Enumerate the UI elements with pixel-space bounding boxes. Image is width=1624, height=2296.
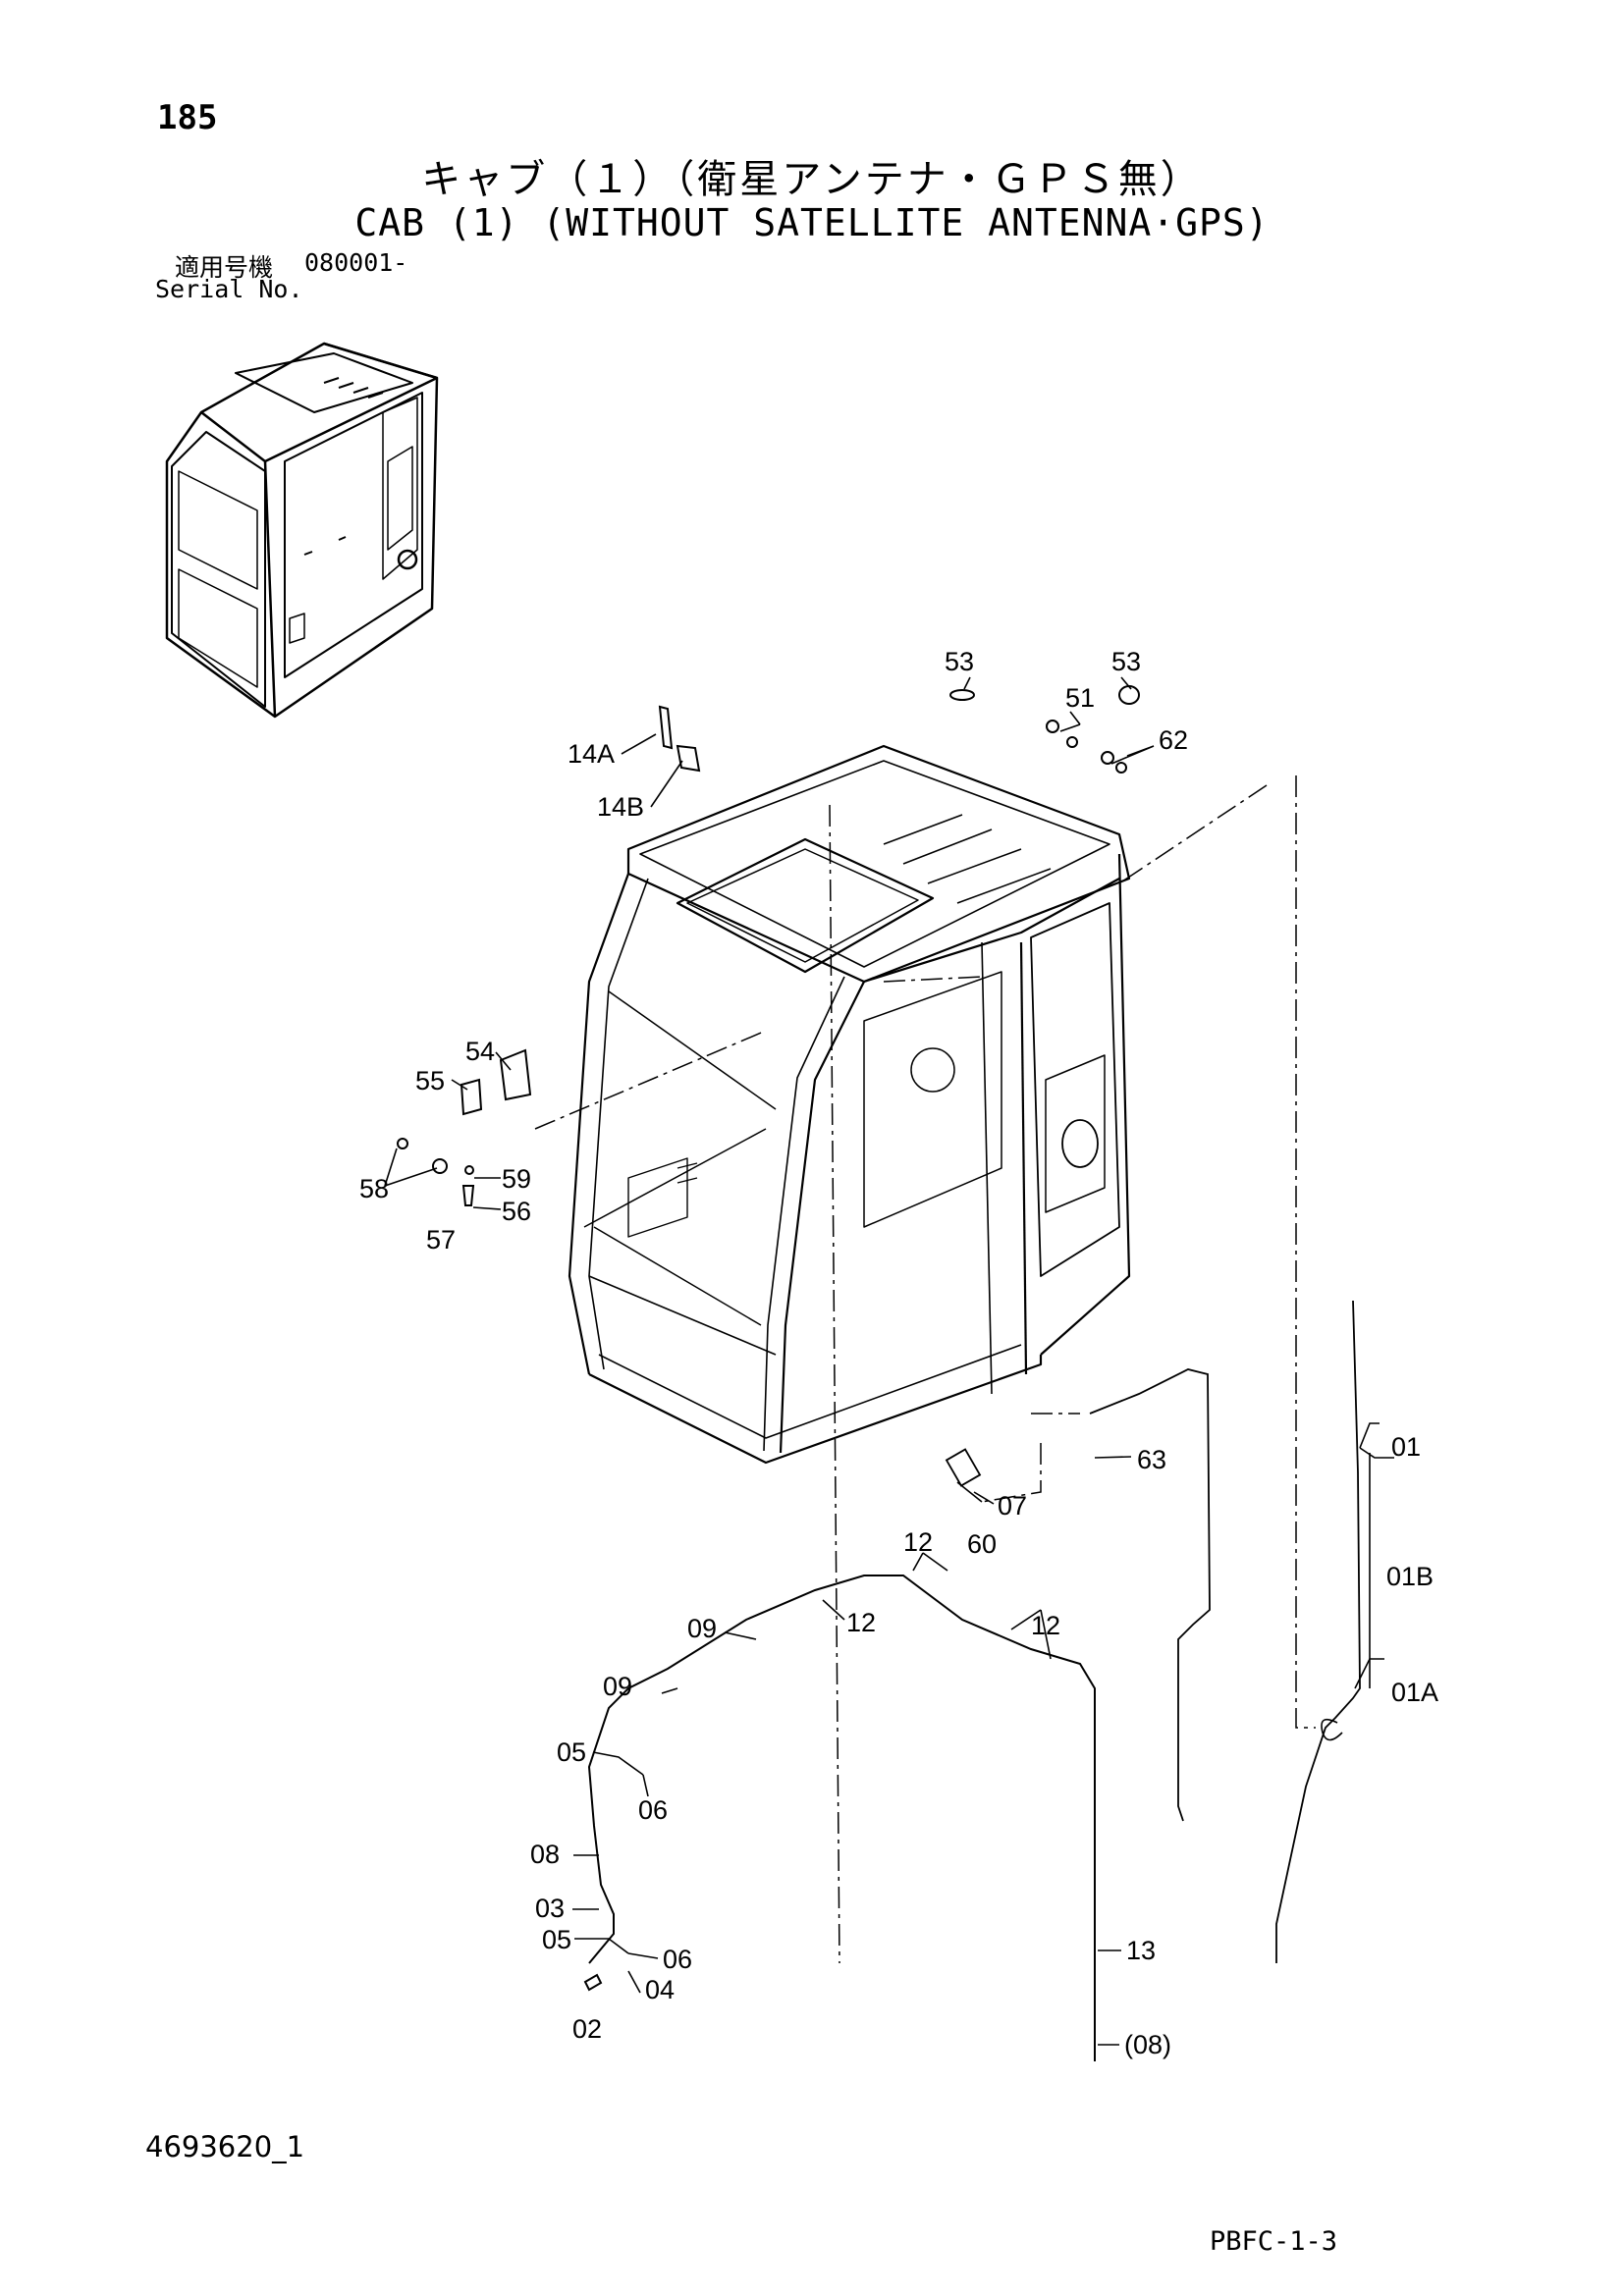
document-number: 4693620_1 <box>145 2130 305 2163</box>
alignment-lines <box>534 775 1316 1964</box>
callout-57: 57 <box>426 1225 456 1255</box>
cab-overview-illustration <box>165 342 439 719</box>
callout-53-left: 53 <box>945 647 974 676</box>
callout-12-top: 12 <box>903 1527 933 1557</box>
callout-63: 63 <box>1137 1445 1166 1474</box>
callout-62: 62 <box>1159 725 1188 755</box>
callout-05-lower: 05 <box>542 1925 571 1954</box>
callout-09-lower: 09 <box>603 1672 632 1701</box>
callout-06-upper: 06 <box>638 1795 668 1825</box>
callout-labels: 53 53 51 62 14A 14B 54 55 58 59 56 57 63… <box>359 647 1438 2059</box>
callout-08-reference: (08) <box>1124 2030 1171 2059</box>
callout-01: 01 <box>1391 1432 1421 1462</box>
leader-lines <box>384 676 1394 2046</box>
serial-number-value: 080001- <box>304 248 408 277</box>
callout-53-right: 53 <box>1111 647 1141 676</box>
serial-label-japanese: 適用号機 <box>175 253 274 282</box>
callout-58: 58 <box>359 1174 389 1203</box>
callout-12-right: 12 <box>1031 1611 1060 1640</box>
wire-harness-illustration <box>587 1300 1361 2061</box>
cab-frame-illustration <box>568 744 1131 1465</box>
callout-13: 13 <box>1126 1936 1156 1965</box>
callout-51: 51 <box>1065 683 1095 713</box>
serial-label-english: Serial No. <box>155 275 303 303</box>
callout-01b: 01B <box>1386 1562 1434 1591</box>
callout-56: 56 <box>502 1197 531 1226</box>
callout-01a: 01A <box>1391 1678 1438 1707</box>
title-japanese: キャブ（１）（衛星アンテナ・ＧＰＳ無） <box>421 157 1203 202</box>
callout-09-upper: 09 <box>687 1614 717 1643</box>
callout-03: 03 <box>535 1894 565 1923</box>
callout-04: 04 <box>645 1975 675 2004</box>
callout-59: 59 <box>502 1164 531 1194</box>
callout-14a: 14A <box>568 739 615 769</box>
callout-06-lower: 06 <box>663 1945 692 1974</box>
page-code: PBFC-1-3 <box>1210 2226 1338 2257</box>
small-parts-illustration <box>397 685 1140 1992</box>
callout-07: 07 <box>998 1491 1027 1521</box>
callout-14b: 14B <box>597 792 644 822</box>
page-number: 185 <box>157 98 218 137</box>
callout-02: 02 <box>572 2014 602 2044</box>
callout-54: 54 <box>465 1037 495 1066</box>
callout-55: 55 <box>415 1066 445 1095</box>
callout-05-upper: 05 <box>557 1737 586 1767</box>
callout-12-left: 12 <box>846 1608 876 1637</box>
callout-60: 60 <box>967 1529 997 1559</box>
title-english: CAB (1) (WITHOUT SATELLITE ANTENNA·GPS) <box>354 201 1270 244</box>
callout-08: 08 <box>530 1840 560 1869</box>
